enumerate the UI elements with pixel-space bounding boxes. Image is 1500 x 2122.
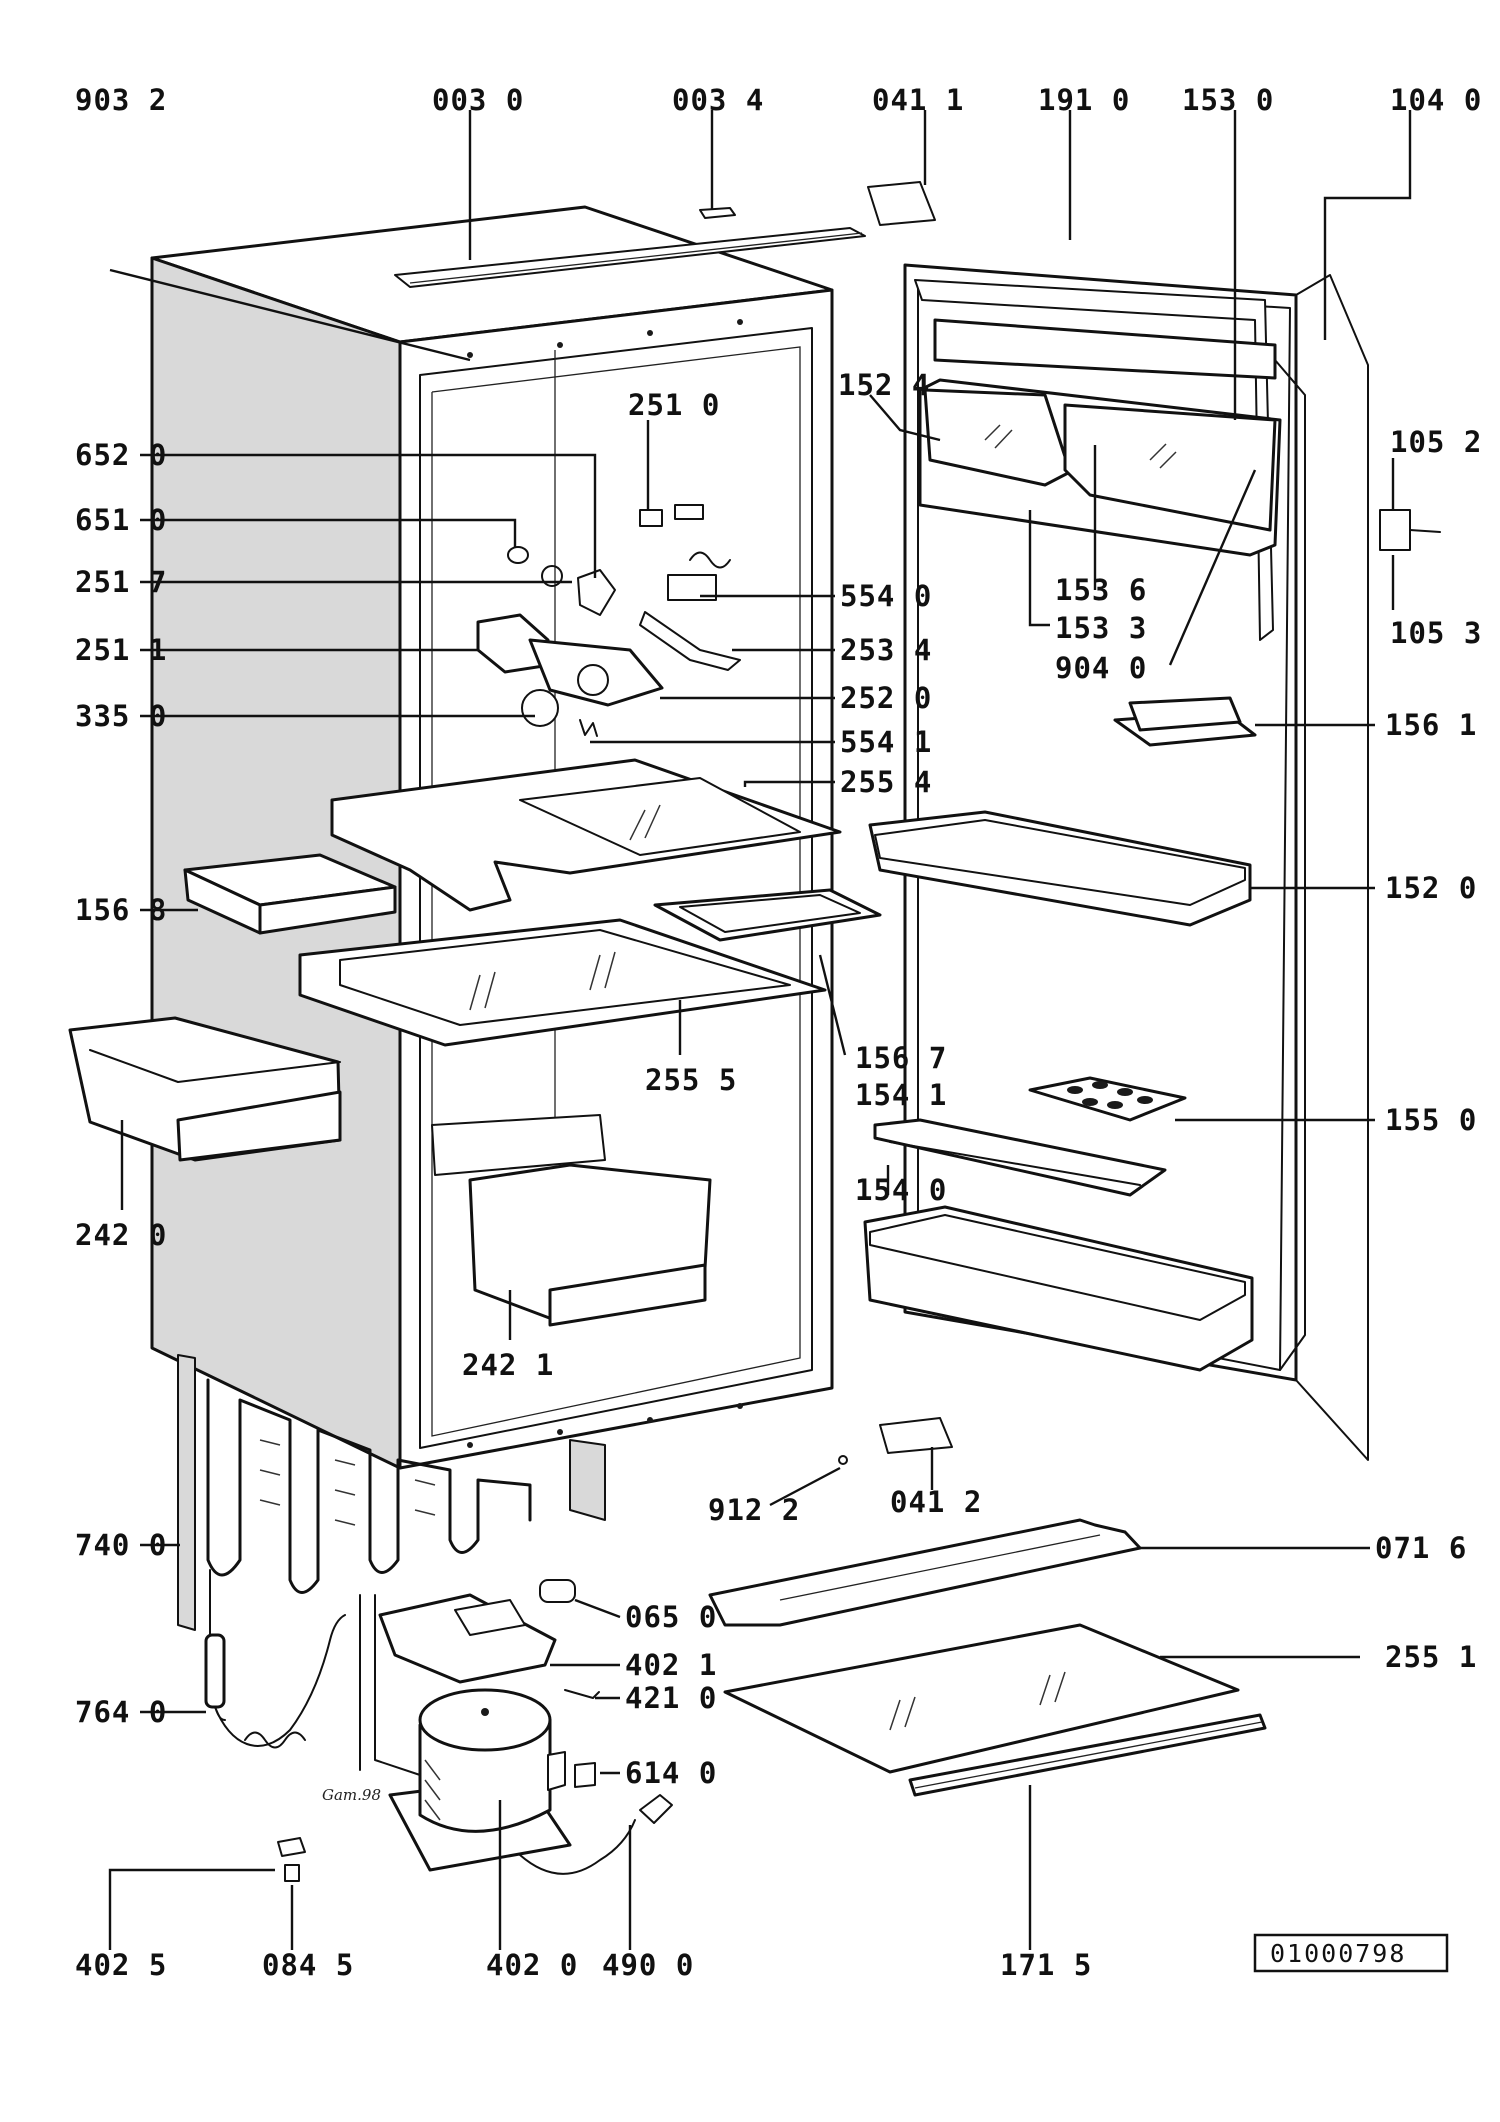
label-402-0: 402 0	[486, 1948, 578, 1982]
door-top-compartment	[918, 318, 1282, 557]
label-156-1: 156 1	[1385, 708, 1477, 742]
crisper-drawer-242-1	[431, 1114, 712, 1327]
crisper-lid-tray	[653, 888, 882, 942]
label-071-6: 071 6	[1375, 1531, 1467, 1565]
label-152-0: 152 0	[1385, 871, 1477, 905]
label-041-1: 041 1	[872, 83, 964, 117]
label-255-5: 255 5	[645, 1063, 737, 1097]
door-hinge-parts	[699, 181, 1441, 1465]
label-105-3: 105 3	[1390, 616, 1482, 650]
lower-glass-shelf	[298, 918, 827, 1047]
compressor-bracket-parts	[277, 1837, 306, 1882]
capillary-dryer	[204, 1614, 346, 1749]
base-cover-071-6	[708, 1518, 1142, 1627]
condenser-coil	[177, 1354, 606, 1721]
label-255-4: 255 4	[840, 765, 932, 799]
label-242-0: 242 0	[75, 1218, 167, 1252]
label-903-2: 903 2	[75, 83, 167, 117]
compressor: Gam.98	[322, 1579, 673, 1875]
label-740-0: 740 0	[75, 1528, 167, 1562]
label-402-1: 402 1	[625, 1648, 717, 1682]
signature: Gam.98	[322, 1786, 381, 1804]
label-154-1: 154 1	[855, 1078, 947, 1112]
label-152-4: 152 4	[838, 368, 930, 402]
label-242-1: 242 1	[462, 1348, 554, 1382]
label-251-0: 251 0	[628, 388, 720, 422]
butter-dish	[1113, 696, 1257, 747]
door-bin-154-0	[863, 1205, 1254, 1372]
label-155-0: 155 0	[1385, 1103, 1477, 1137]
document-number: 01000798	[1270, 1939, 1406, 1968]
label-191-0: 191 0	[1038, 83, 1130, 117]
egg-tray	[1028, 1076, 1187, 1122]
label-255-1: 255 1	[1385, 1640, 1477, 1674]
label-912-2: 912 2	[708, 1493, 800, 1527]
label-251-7: 251 7	[75, 565, 167, 599]
label-252-0: 252 0	[840, 681, 932, 715]
label-153-3: 153 3	[1055, 611, 1147, 645]
label-764-0: 764 0	[75, 1695, 167, 1729]
label-153-6: 153 6	[1055, 573, 1147, 607]
door-bin-152-0	[868, 810, 1252, 927]
label-421-0: 421 0	[625, 1681, 717, 1715]
label-490-0: 490 0	[602, 1948, 694, 1982]
label-105-2: 105 2	[1390, 425, 1482, 459]
label-335-0: 335 0	[75, 699, 167, 733]
plinth-strip-171-5	[908, 1713, 1267, 1797]
crisper-drawer-242-0	[68, 1016, 342, 1162]
label-253-4: 253 4	[840, 633, 932, 667]
small-tray-156-8	[183, 853, 397, 935]
thermostat-lamp-assembly	[476, 504, 741, 737]
label-084-5: 084 5	[262, 1948, 354, 1982]
label-614-0: 614 0	[625, 1756, 717, 1790]
label-003-0: 003 0	[432, 83, 524, 117]
part-labels: 903 2 003 0 003 4 041 1 191 0 153 0 104 …	[75, 83, 1482, 1982]
label-156-8: 156 8	[75, 893, 167, 927]
label-065-0: 065 0	[625, 1600, 717, 1634]
label-251-1: 251 1	[75, 633, 167, 667]
upper-glass-shelf	[330, 758, 842, 912]
leader-lines	[108, 110, 1412, 1950]
label-554-1: 554 1	[840, 725, 932, 759]
label-041-2: 041 2	[890, 1485, 982, 1519]
document-number-box: 01000798	[1253, 1933, 1449, 1973]
label-153-0: 153 0	[1182, 83, 1274, 117]
label-904-0: 904 0	[1055, 651, 1147, 685]
label-402-5: 402 5	[75, 1948, 167, 1982]
label-171-5: 171 5	[1000, 1948, 1092, 1982]
base-glass-panel-255-1	[723, 1623, 1240, 1774]
bottle-retainer-154-1	[873, 1118, 1167, 1197]
label-154-0: 154 0	[855, 1173, 947, 1207]
label-651-0: 651 0	[75, 503, 167, 537]
label-104-0: 104 0	[1390, 83, 1482, 117]
label-003-4: 003 4	[672, 83, 764, 117]
label-554-0: 554 0	[840, 579, 932, 613]
label-156-7: 156 7	[855, 1041, 947, 1075]
label-652-0: 652 0	[75, 438, 167, 472]
